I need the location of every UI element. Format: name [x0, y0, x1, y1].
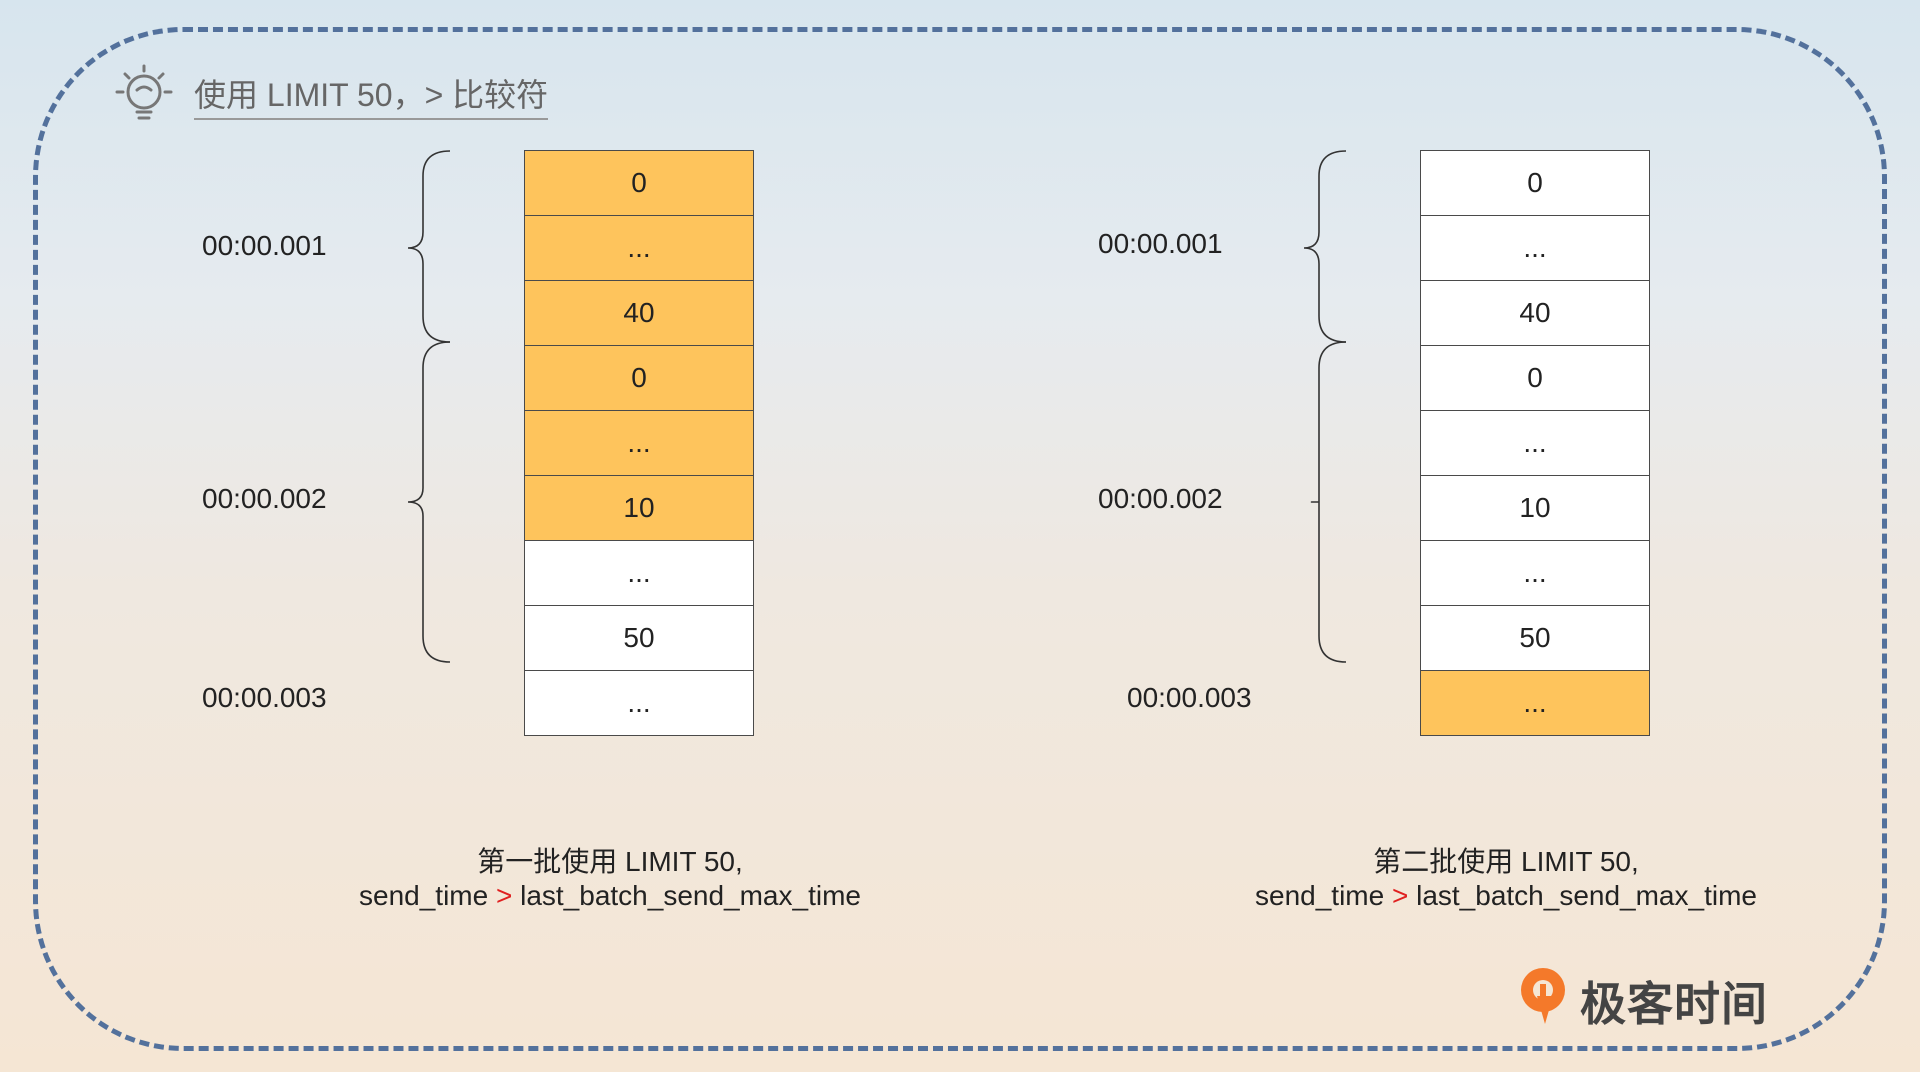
- brace-left-2: [407, 341, 451, 663]
- caption-right-operator: >: [1391, 880, 1409, 911]
- brace-right-1: [1303, 150, 1347, 343]
- record-cell: ...: [525, 411, 753, 476]
- caption-left-line2: send_time > last_batch_send_max_time: [260, 879, 960, 913]
- timestamp-left-2: 00:00.002: [202, 483, 327, 514]
- record-cell: 40: [1421, 281, 1649, 346]
- caption-left: 第一批使用 LIMIT 50, send_time > last_batch_s…: [260, 845, 960, 913]
- geektime-logo-icon: [1521, 968, 1565, 1024]
- record-cell: ...: [525, 671, 753, 735]
- timestamp-left-3: 00:00.003: [202, 682, 327, 713]
- record-cell: 10: [1421, 476, 1649, 541]
- caption-right-post: last_batch_send_max_time: [1408, 880, 1757, 911]
- record-cell: ...: [1421, 671, 1649, 735]
- record-cell: 50: [525, 606, 753, 671]
- record-cell: ...: [525, 216, 753, 281]
- timestamp-right-1: 00:00.001: [1098, 228, 1223, 259]
- record-cell: 0: [1421, 151, 1649, 216]
- brand-name: 极客时间: [1580, 978, 1768, 1030]
- record-cell: ...: [1421, 541, 1649, 606]
- caption-left-post: last_batch_send_max_time: [512, 880, 861, 911]
- caption-left-line1: 第一批使用 LIMIT 50,: [477, 846, 743, 877]
- record-cell: 0: [525, 151, 753, 216]
- record-column-left: 0 ... 40 0 ... 10 ... 50 ...: [524, 150, 754, 736]
- brace-left-1: [407, 150, 451, 343]
- record-cell: ...: [1421, 411, 1649, 476]
- page-title: 使用 LIMIT 50，> 比较符: [194, 70, 549, 120]
- caption-left-operator: >: [495, 880, 513, 911]
- record-cell: 10: [525, 476, 753, 541]
- timestamp-right-3: 00:00.003: [1127, 682, 1252, 713]
- caption-right-line2: send_time > last_batch_send_max_time: [1156, 879, 1856, 913]
- record-cell: 50: [1421, 606, 1649, 671]
- record-cell: ...: [1421, 216, 1649, 281]
- lightbulb-icon: [115, 64, 173, 120]
- caption-left-pre: send_time: [359, 880, 496, 911]
- record-column-right: 0 ... 40 0 ... 10 ... 50 ...: [1420, 150, 1650, 736]
- timestamp-right-2: 00:00.002: [1098, 483, 1223, 514]
- timestamp-left-1: 00:00.001: [202, 230, 327, 261]
- caption-right-pre: send_time: [1255, 880, 1392, 911]
- record-cell: ...: [525, 541, 753, 606]
- record-cell: 0: [525, 346, 753, 411]
- dashed-frame: [33, 27, 1887, 1051]
- record-cell: 40: [525, 281, 753, 346]
- caption-right-line1: 第二批使用 LIMIT 50,: [1373, 846, 1639, 877]
- record-cell: 0: [1421, 346, 1649, 411]
- brace-right-2: [1310, 341, 1347, 663]
- caption-right: 第二批使用 LIMIT 50, send_time > last_batch_s…: [1156, 845, 1856, 913]
